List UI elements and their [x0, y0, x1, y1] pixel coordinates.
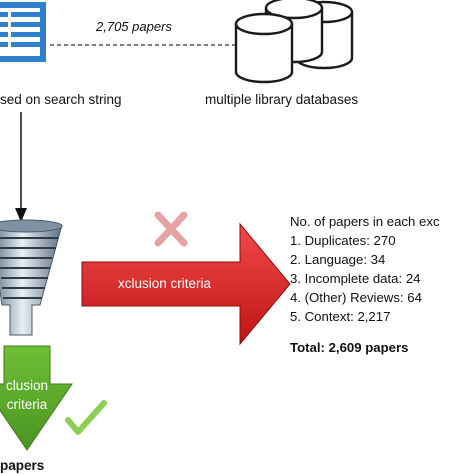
- search-string-label: sed on search string: [0, 92, 122, 107]
- exclusion-arrow: [81, 222, 291, 346]
- inclusion-label-line1: clusion: [5, 378, 49, 393]
- databases-label: multiple library databases: [205, 92, 359, 107]
- check-mark-icon: [65, 400, 107, 435]
- exclusion-item-context: 5. Context: 2,217: [290, 309, 391, 324]
- exclusion-item-incomplete-data: 3. Incomplete data: 24: [290, 271, 421, 286]
- funnel-icon: [0, 219, 63, 336]
- exclusion-list: No. of papers in each exc 1. Duplicates:…: [290, 212, 440, 357]
- inclusion-arrow-label: clusion criteria: [0, 376, 55, 414]
- exclusion-list-title: No. of papers in each exc: [290, 214, 440, 229]
- document-icon: [0, 2, 46, 62]
- papers-count-label: 2,705 papers: [96, 19, 172, 34]
- database-icon: [234, 0, 354, 84]
- x-mark-icon: [154, 211, 188, 247]
- exclusion-item-language: 2. Language: 34: [290, 252, 386, 267]
- inclusion-arrow: [0, 345, 73, 451]
- exclusion-total: Total: 2,609 papers: [290, 340, 409, 355]
- exclusion-arrow-label: xclusion criteria: [118, 276, 212, 291]
- exclusion-item-duplicates: 1. Duplicates: 270: [290, 233, 396, 248]
- down-arrow: [15, 112, 27, 222]
- exclusion-item-reviews: 4. (Other) Reviews: 64: [290, 290, 422, 305]
- inclusion-label-line2: criteria: [6, 397, 48, 412]
- included-papers-label: papers: [0, 458, 45, 473]
